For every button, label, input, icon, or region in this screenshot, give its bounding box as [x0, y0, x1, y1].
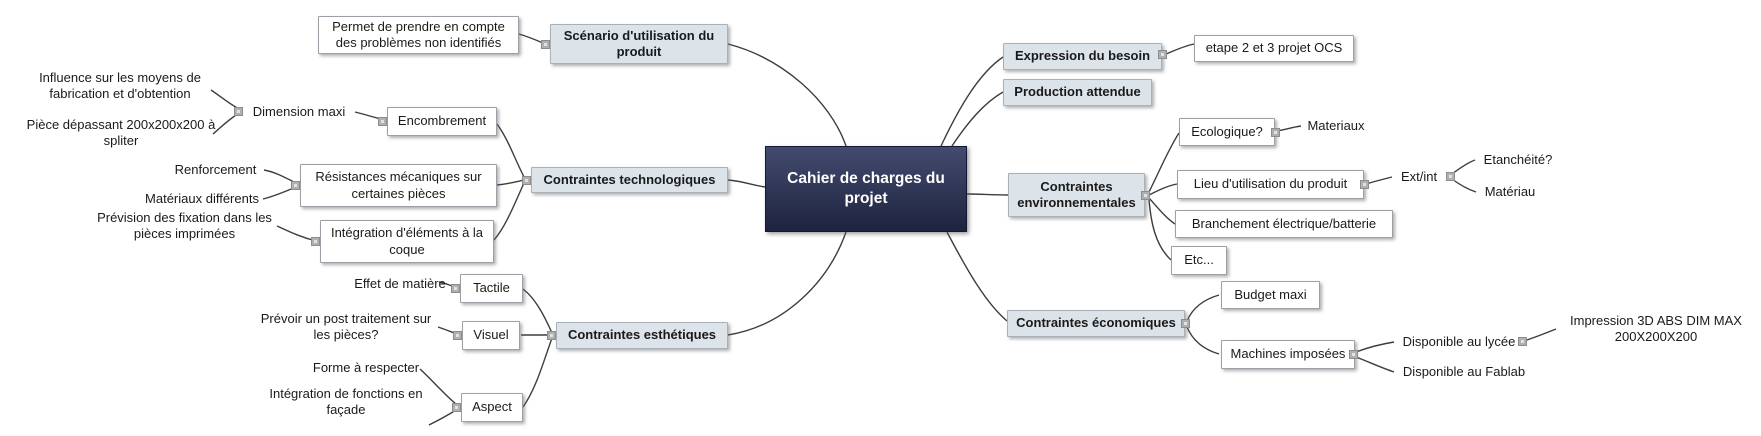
- node-permet-problemes[interactable]: Permet de prendre en compte des problème…: [318, 16, 519, 54]
- node-branchement-electrique-batterie[interactable]: Branchement électrique/batterie: [1175, 210, 1393, 238]
- node-contraintes-technologiques[interactable]: Contraintes technologiques: [531, 167, 728, 193]
- node-dimension-maxi[interactable]: Dimension maxi: [252, 103, 346, 119]
- node-aspect[interactable]: Aspect: [461, 393, 523, 422]
- node-production-attendue[interactable]: Production attendue: [1003, 79, 1152, 106]
- node-piece-depassant-200[interactable]: Pièce dépassant 200x200x200 à spliter: [26, 116, 216, 148]
- node-materiau[interactable]: Matériau: [1484, 183, 1536, 199]
- collapse-handle-lieu[interactable]: [1360, 180, 1369, 189]
- node-disponible-au-lycee[interactable]: Disponible au lycée: [1402, 333, 1516, 349]
- node-contraintes-esthetiques[interactable]: Contraintes esthétiques: [556, 322, 728, 349]
- node-scenario-utilisation-produit[interactable]: Scénario d'utilisation du produit: [550, 24, 728, 64]
- node-prevoir-post-traitement[interactable]: Prévoir un post traitement sur les pièce…: [260, 310, 432, 342]
- collapse-handle-economiques[interactable]: [1181, 319, 1190, 328]
- collapse-handle-tactile[interactable]: [451, 284, 460, 293]
- node-lieu-utilisation-produit[interactable]: Lieu d'utilisation du produit: [1177, 170, 1364, 199]
- node-renforcement[interactable]: Renforcement: [174, 161, 257, 177]
- node-resistances-mecaniques[interactable]: Résistances mécaniques sur certaines piè…: [300, 164, 497, 207]
- node-ecologique[interactable]: Ecologique?: [1179, 118, 1275, 146]
- collapse-handle-aspect[interactable]: [452, 403, 461, 412]
- collapse-handle-machines[interactable]: [1349, 350, 1358, 359]
- collapse-handle-esthetiques[interactable]: [547, 331, 556, 340]
- node-encombrement[interactable]: Encombrement: [387, 107, 497, 136]
- node-disponible-au-fablab[interactable]: Disponible au Fablab: [1402, 363, 1526, 379]
- collapse-handle-resistances[interactable]: [291, 181, 300, 190]
- collapse-handle-integration-coque[interactable]: [311, 237, 320, 246]
- collapse-handle-lycee[interactable]: [1518, 337, 1527, 346]
- node-etc[interactable]: Etc...: [1171, 246, 1227, 275]
- node-contraintes-economiques[interactable]: Contraintes économiques: [1007, 310, 1185, 337]
- node-influence-moyens-fabrication[interactable]: Influence sur les moyens de fabrication …: [39, 69, 201, 101]
- node-etape-2-3-projet-ocs[interactable]: etape 2 et 3 projet OCS: [1194, 35, 1354, 62]
- node-impression-3d-abs[interactable]: Impression 3D ABS DIM MAX 200X200X200: [1570, 312, 1742, 344]
- node-machines-imposees[interactable]: Machines imposées: [1221, 340, 1355, 369]
- node-etancheite[interactable]: Etanchéité?: [1483, 151, 1553, 167]
- node-materiaux-differents[interactable]: Matériaux différents: [145, 190, 259, 206]
- collapse-handle-expression[interactable]: [1158, 50, 1167, 59]
- collapse-handle-encombrement[interactable]: [378, 117, 387, 126]
- collapse-handle-dimension-maxi[interactable]: [234, 107, 243, 116]
- node-contraintes-environnementales[interactable]: Contraintes environnementales: [1008, 173, 1145, 217]
- node-budget-maxi[interactable]: Budget maxi: [1221, 281, 1320, 309]
- node-cahier-de-charges[interactable]: Cahier de charges du projet: [765, 146, 967, 232]
- collapse-handle-ecologique[interactable]: [1271, 128, 1280, 137]
- node-expression-du-besoin[interactable]: Expression du besoin: [1003, 43, 1162, 70]
- collapse-handle-environnementales[interactable]: [1141, 191, 1150, 200]
- node-tactile[interactable]: Tactile: [460, 274, 523, 303]
- node-integration-fonctions-facade[interactable]: Intégration de fonctions en façade: [269, 385, 423, 417]
- node-visuel[interactable]: Visuel: [462, 321, 520, 350]
- collapse-handle-ext-int[interactable]: [1446, 172, 1455, 181]
- node-prevision-fixation[interactable]: Prévision des fixation dans les pièces i…: [97, 209, 272, 241]
- node-effet-de-matiere[interactable]: Effet de matière: [354, 275, 446, 291]
- node-materiaux[interactable]: Materiaux: [1307, 117, 1365, 133]
- collapse-handle-visuel[interactable]: [453, 331, 462, 340]
- collapse-handle-scenario[interactable]: [541, 40, 550, 49]
- node-integration-elements-coque[interactable]: Intégration d'éléments à la coque: [320, 220, 494, 263]
- node-ext-int[interactable]: Ext/int: [1400, 168, 1438, 184]
- collapse-handle-technologiques[interactable]: [522, 176, 531, 185]
- node-forme-a-respecter[interactable]: Forme à respecter: [312, 359, 420, 375]
